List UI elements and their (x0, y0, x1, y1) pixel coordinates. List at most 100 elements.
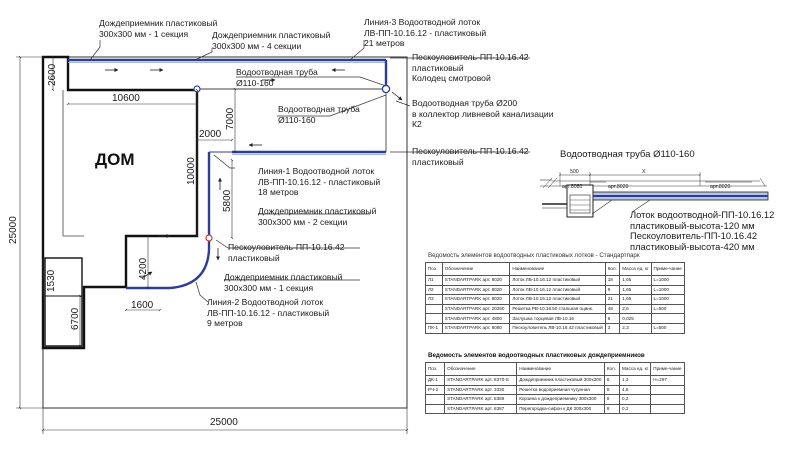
table-cell: 0,025 (619, 313, 652, 324)
house-outline (41, 55, 199, 350)
table-cell: 0,2 (619, 403, 652, 415)
table-cell: Л2 (425, 284, 443, 296)
table-header-cell: Масса ед. кг (619, 262, 652, 276)
dimension-lines (16, 55, 409, 434)
table-cell: ПК-1 (425, 322, 443, 334)
dim-2600: 2600 (47, 63, 58, 86)
table-cell: L=1000 (650, 294, 686, 305)
flow-arrows (105, 68, 403, 279)
table-cell: STANDARTPARK арт. 8370-S (444, 375, 518, 386)
table-cell: РЧ-2 (424, 384, 446, 396)
table-cell: 48 (604, 303, 621, 315)
table-cell (425, 303, 443, 315)
dim-5800: 5800 (222, 189, 233, 212)
dim-7000: 7000 (225, 107, 236, 130)
table-header-row: Поз. Обозначение Наименование Кол. Масса… (425, 262, 686, 276)
detail-drawing (540, 172, 769, 218)
table-cell: Лоток ЛВ-10.16.12 пластиковый (509, 294, 606, 305)
table-cell: ДК-1 (424, 375, 446, 386)
table-cell: STANDARTPARK арт. 8020 (441, 275, 511, 286)
table-cell (424, 403, 446, 415)
table-header-cell: Наименование (516, 362, 605, 376)
drain-line-2 (126, 236, 211, 290)
table-cell: Лоток ЛВ-10.16.12 пластиковый (509, 284, 606, 296)
table-cell: 2,3 (619, 322, 652, 334)
table2-caption: Ведомость элементов водоотводных пластик… (428, 352, 645, 359)
table-cell: Л3 (425, 294, 443, 305)
table-cell: STANDARTPARK арт. 8080 (441, 322, 511, 334)
table-cell: 8 (603, 394, 621, 405)
table1-caption: Ведомость элементов водоотводных пластик… (428, 252, 640, 259)
table-header-cell: Обозначение (444, 362, 518, 376)
table-header-cell: Поз. (425, 262, 443, 276)
dim-6700: 6700 (70, 307, 81, 330)
table-cell (650, 313, 686, 324)
table-header-cell: Поз. (424, 362, 446, 376)
table-cell: STANDARTPARK арт. 3330 (444, 384, 518, 396)
house-label: ДОМ (95, 150, 135, 169)
table-cell: STANDARTPARK арт. 4800 (441, 313, 511, 324)
dim-10600: 10600 (112, 93, 140, 104)
table-cell: 8 (603, 403, 621, 415)
table-header-row: Поз. Обозначение Наименование Кол. Масса… (424, 362, 685, 376)
small-annex (44, 257, 83, 347)
table-cell: 2,6 (619, 303, 652, 315)
table-cell: L=1000 (650, 275, 686, 286)
table-cell (650, 384, 685, 396)
table-cell: 1,65 (619, 294, 652, 305)
table-cell: 21 (604, 294, 621, 305)
table-cell (650, 403, 685, 415)
dim-25000-left: 25000 (8, 216, 19, 244)
spec-table-gutters: Поз. Обозначение Наименование Кол. Масса… (424, 362, 685, 415)
table-header-cell: Приме-чание (650, 362, 685, 376)
leader-lines (89, 40, 530, 303)
table-cell: Заглушка торцевая ЛВ-10.16 (509, 313, 606, 324)
dim-1600: 1600 (131, 300, 154, 311)
table-cell: 18 (604, 275, 621, 286)
table-header-cell: Приме-чание (650, 262, 686, 276)
table-header-cell: Кол. (604, 262, 621, 276)
table-cell: Лоток ЛВ-10.16.12 пластиковый (509, 275, 606, 286)
table-cell: STANDARTPARK арт. 20260 (441, 303, 511, 315)
detail-art-right: арт.8020 (710, 184, 731, 190)
table-cell: 4,8 (619, 384, 652, 396)
detail-pipe-label: Водоотводная труба Ø110-160 (560, 149, 695, 160)
table-cell: STANDARTPARK арт. 8020 (441, 284, 511, 296)
table-cell: STANDARTPARK арт. 8389 (444, 394, 518, 405)
table-cell: 9 (604, 284, 621, 296)
table-cell: 8 (603, 384, 621, 396)
table-cell (424, 394, 446, 405)
detail-art-left: арт.8080 (562, 184, 583, 190)
table-cell: L=1000 (650, 284, 686, 296)
table-cell: Пескоуловитель ЛВ-10.16.42 пластиковый (509, 322, 606, 334)
table-cell: Решетка водоприемная чугунная (516, 384, 605, 396)
table-cell: 1,3 (619, 375, 652, 386)
table-cell (650, 394, 685, 405)
table-cell: 3 (604, 322, 621, 334)
table-cell: 1,65 (619, 284, 652, 296)
drain-line-1 (207, 150, 386, 236)
table-cell: STANDARTPARK арт. 8387 (444, 403, 518, 415)
table-cell: L=500 (650, 303, 686, 315)
spec-table-trays: Поз. Обозначение Наименование Кол. Масса… (425, 262, 686, 334)
sand-trap-node-mid (205, 234, 213, 242)
table-cell: Корзина к дождеприемнику 300х300 (516, 394, 605, 405)
